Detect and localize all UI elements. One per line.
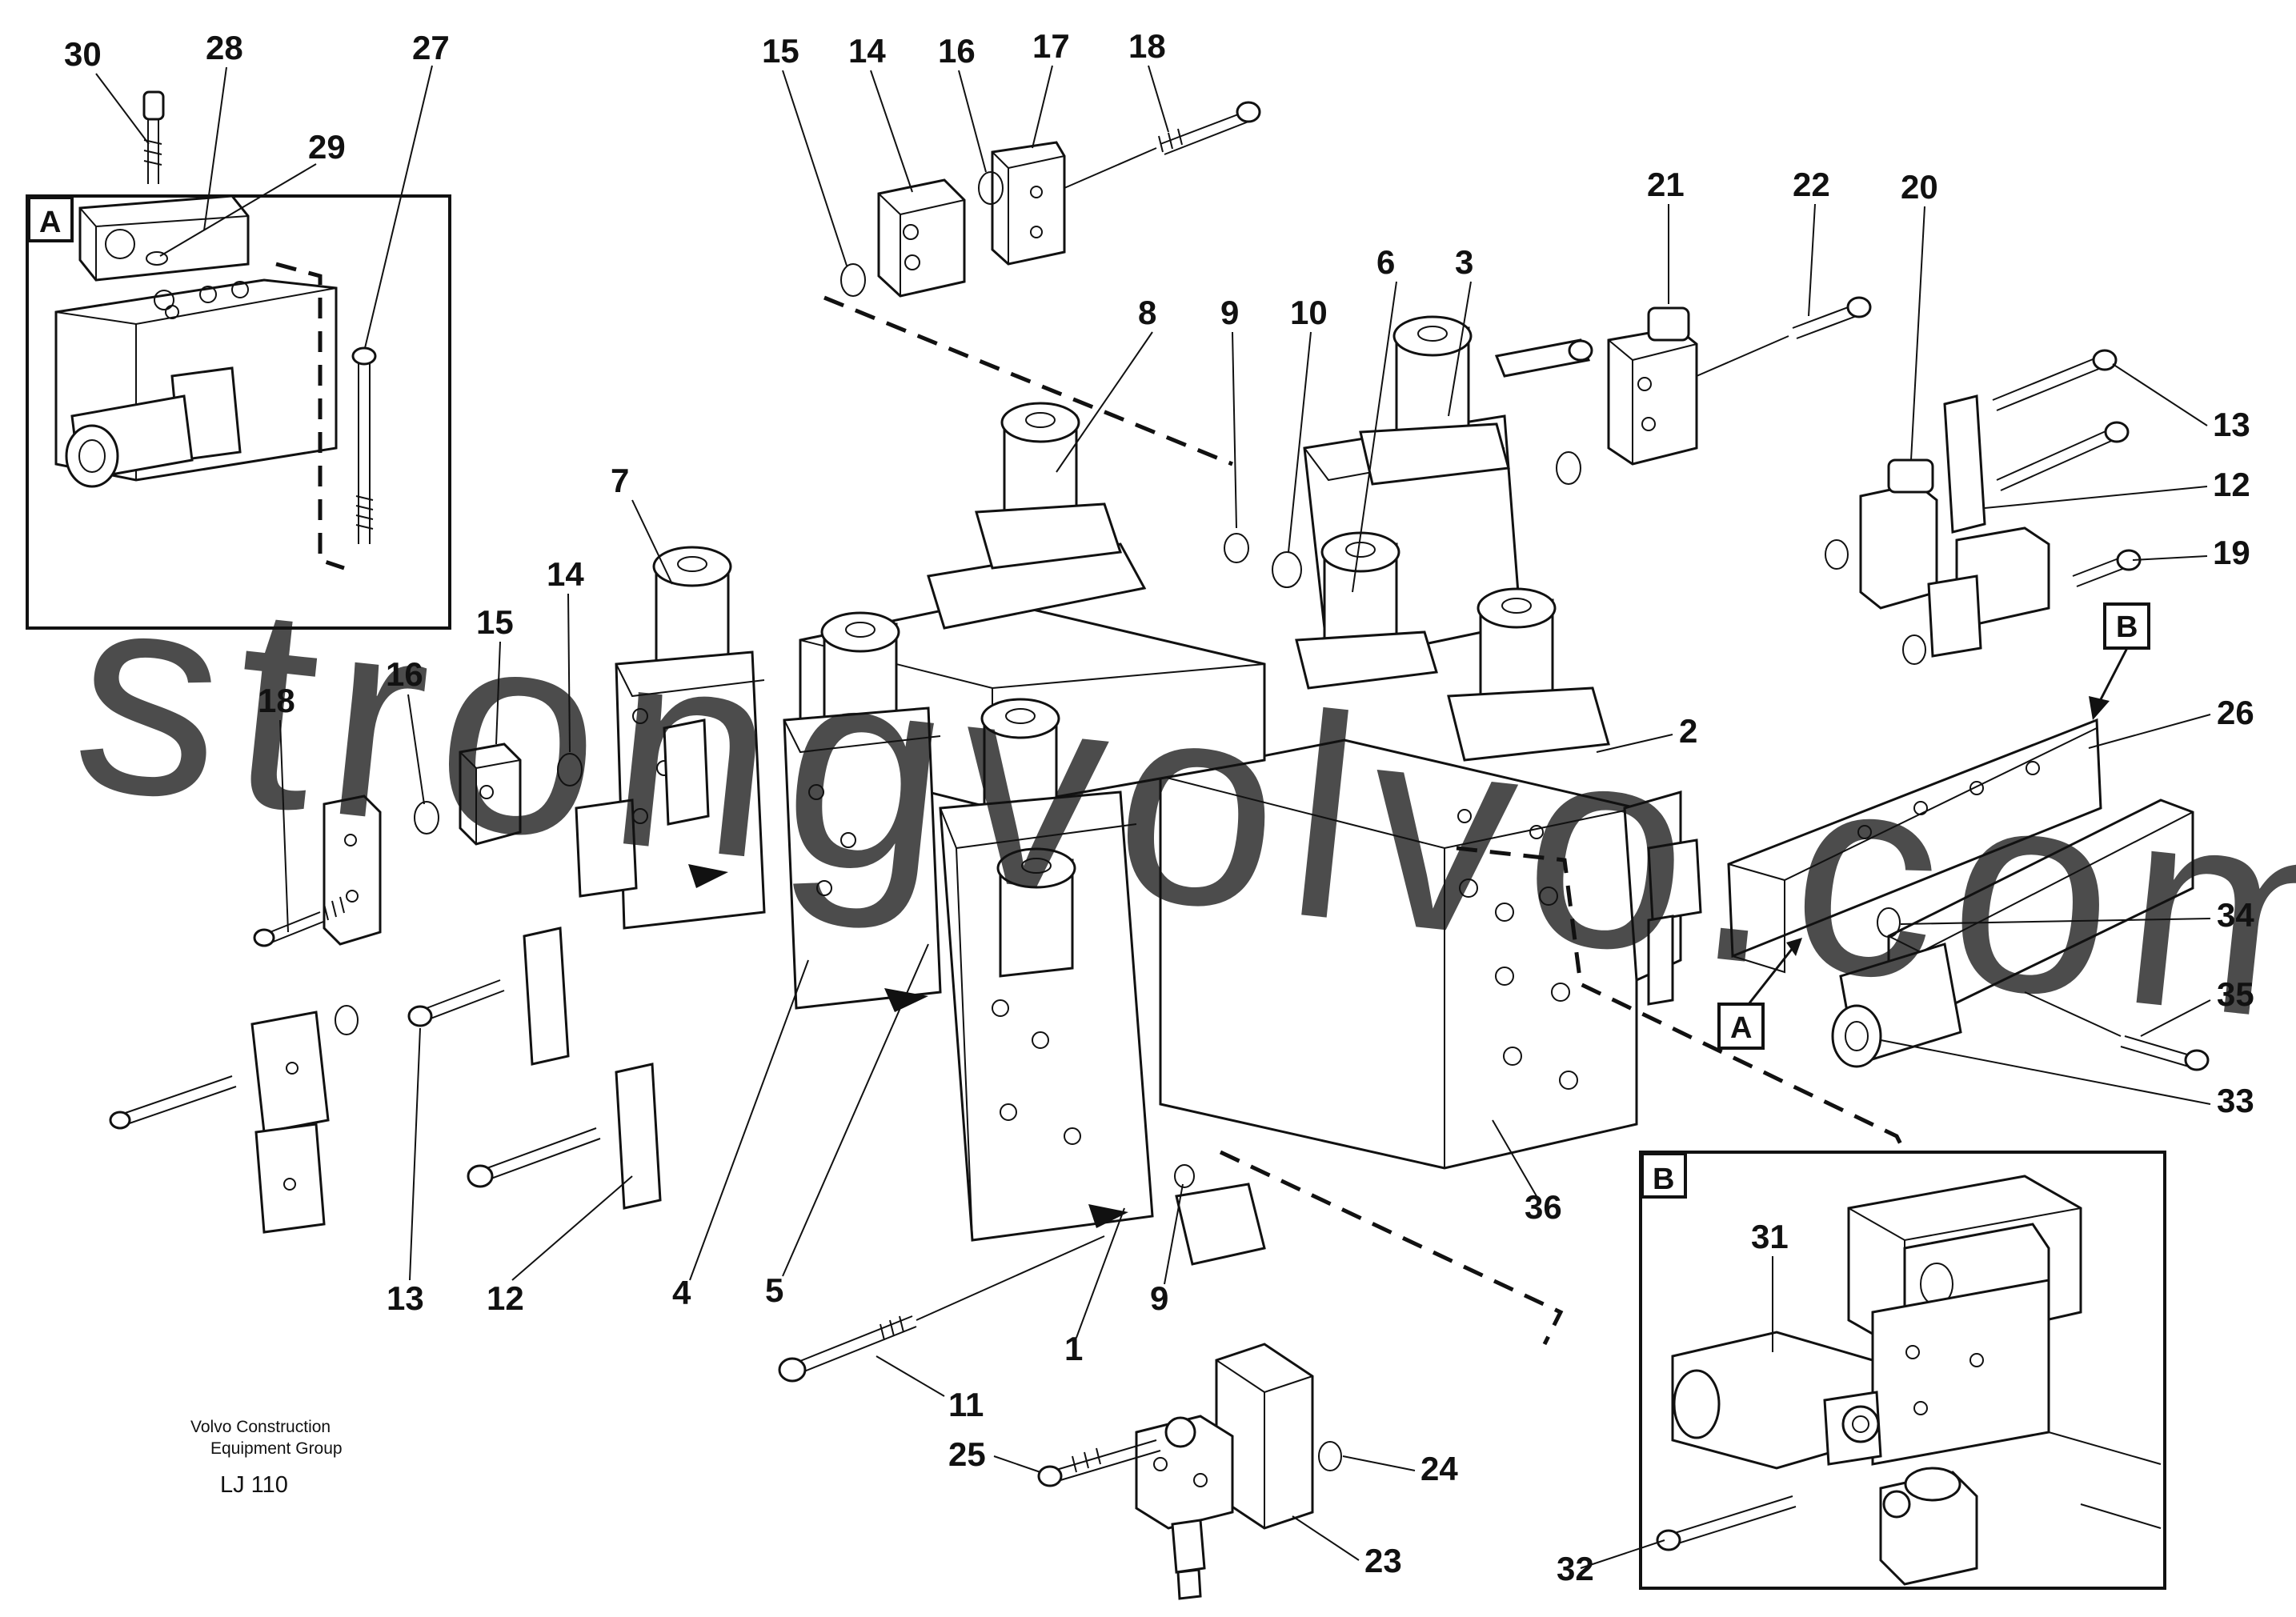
top-cover-plates: 15 14 16 17 18 (762, 27, 1261, 466)
main-callouts: 8 9 10 6 3 7 2 36 4 5 1 9 (611, 243, 1697, 1367)
callout-19: 19 (2213, 534, 2250, 571)
callout-15-left: 14 (547, 555, 584, 593)
main-valve-manifold (575, 315, 1907, 1346)
callout-21: 21 (1647, 166, 1685, 203)
callout-5: 5 (765, 1271, 783, 1309)
callout-22: 22 (1793, 166, 1830, 203)
callout-4: 4 (672, 1274, 691, 1311)
callout-17: 17 (1032, 27, 1070, 65)
callout-13-right: 13 (2213, 406, 2250, 443)
right-side-parts: 21 22 20 13 12 19 (1494, 166, 2250, 665)
callout-33: 33 (2217, 1082, 2254, 1119)
callout-11: 11 (948, 1386, 984, 1423)
callout-27: 27 (412, 29, 450, 66)
inset-a-detail: A 27 28 29 30 (26, 29, 451, 630)
left-side-parts: 18 16 15 14 13 12 (109, 555, 662, 1317)
callout-8: 8 (1138, 294, 1156, 331)
callout-31: 31 (1751, 1218, 1789, 1255)
callout-36: 36 (1525, 1188, 1562, 1226)
callout-10: 10 (1290, 294, 1328, 331)
callout-18-left: 18 (258, 682, 295, 719)
callout-24: 24 (1420, 1450, 1458, 1487)
callout-9-top: 9 (1220, 294, 1239, 331)
callout-2: 2 (1679, 712, 1697, 750)
callout-28: 28 (206, 29, 243, 66)
diagram-code: LJ 110 (220, 1472, 288, 1498)
callout-9-bottom: 9 (1150, 1279, 1168, 1317)
callout-25: 25 (948, 1435, 986, 1473)
callout-6: 6 (1376, 243, 1395, 281)
callout-35: 35 (2217, 975, 2254, 1013)
callout-13-left: 13 (387, 1279, 424, 1317)
callout-3: 3 (1455, 243, 1473, 281)
callout-23: 23 (1364, 1542, 1402, 1579)
callout-29: 29 (308, 128, 346, 166)
callout-16-top: 16 (938, 32, 976, 70)
callout-12-left: 12 (487, 1279, 524, 1317)
inset-b-detail: B 31 32 (1557, 1151, 2166, 1590)
b-reference-box: B (2116, 610, 2138, 644)
pressure-valve-assembly: 25 24 23 (948, 1343, 1458, 1600)
callout-15-top: 15 (762, 32, 799, 70)
callout-14-top: 14 (848, 32, 886, 70)
callout-18-top: 18 (1128, 27, 1166, 65)
callout-16-left: 16 (386, 655, 423, 693)
callout-1: 1 (1064, 1330, 1083, 1367)
callout-20: 20 (1901, 168, 1938, 206)
callout-30: 30 (64, 35, 102, 73)
caption-line-2: Equipment Group (210, 1439, 343, 1458)
publisher-caption: Volvo Construction Equipment Group LJ 11… (190, 1418, 343, 1498)
callout-12-right: 12 (2213, 466, 2250, 503)
a-reference-box: A (1730, 1011, 1752, 1045)
callout-34: 34 (2217, 896, 2254, 934)
callout-7: 7 (611, 462, 629, 499)
callout-26: 26 (2217, 694, 2254, 731)
inset-b-letter: B (1653, 1163, 1674, 1196)
callout-32: 32 (1557, 1550, 1594, 1587)
bolt-11: 11 (778, 1235, 1105, 1423)
inset-a-letter: A (39, 206, 61, 239)
callout-14-left: 15 (476, 603, 514, 641)
caption-line-1: Volvo Construction (190, 1418, 331, 1436)
b-block-assembly: B A 26 34 35 33 (1717, 602, 2254, 1119)
